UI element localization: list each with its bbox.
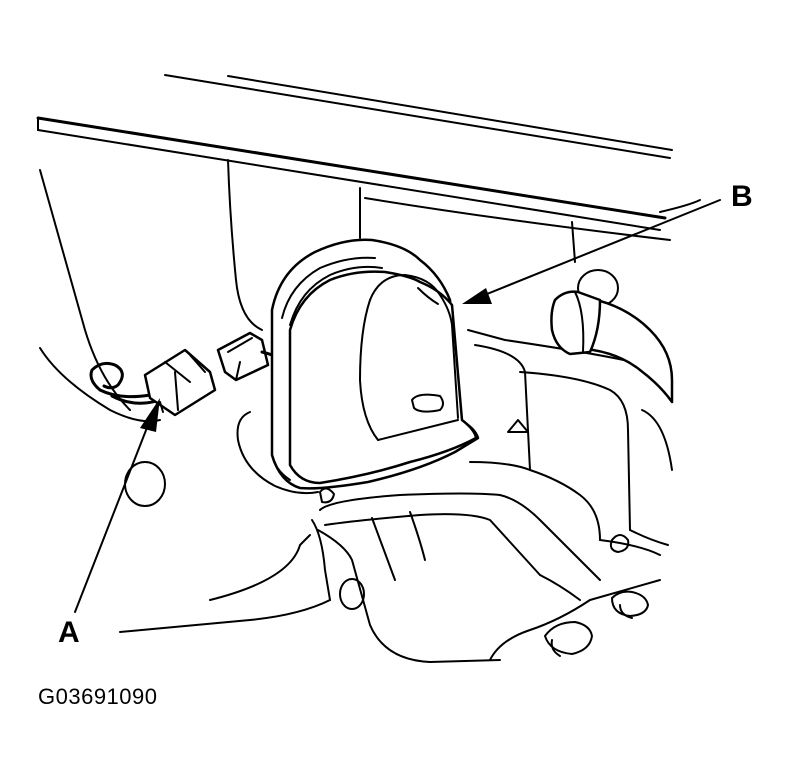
arrowhead-a	[140, 398, 160, 432]
figure-code: G03691090	[38, 684, 158, 709]
upper-body-panel	[36, 74, 701, 411]
callout-leaders	[74, 199, 721, 613]
arrowhead-b	[462, 288, 492, 304]
horn	[270, 238, 480, 490]
horn-connector	[89, 331, 284, 417]
coolant-hose	[550, 290, 674, 404]
callout-label-b: B	[731, 180, 753, 213]
callout-label-a: A	[58, 616, 80, 649]
